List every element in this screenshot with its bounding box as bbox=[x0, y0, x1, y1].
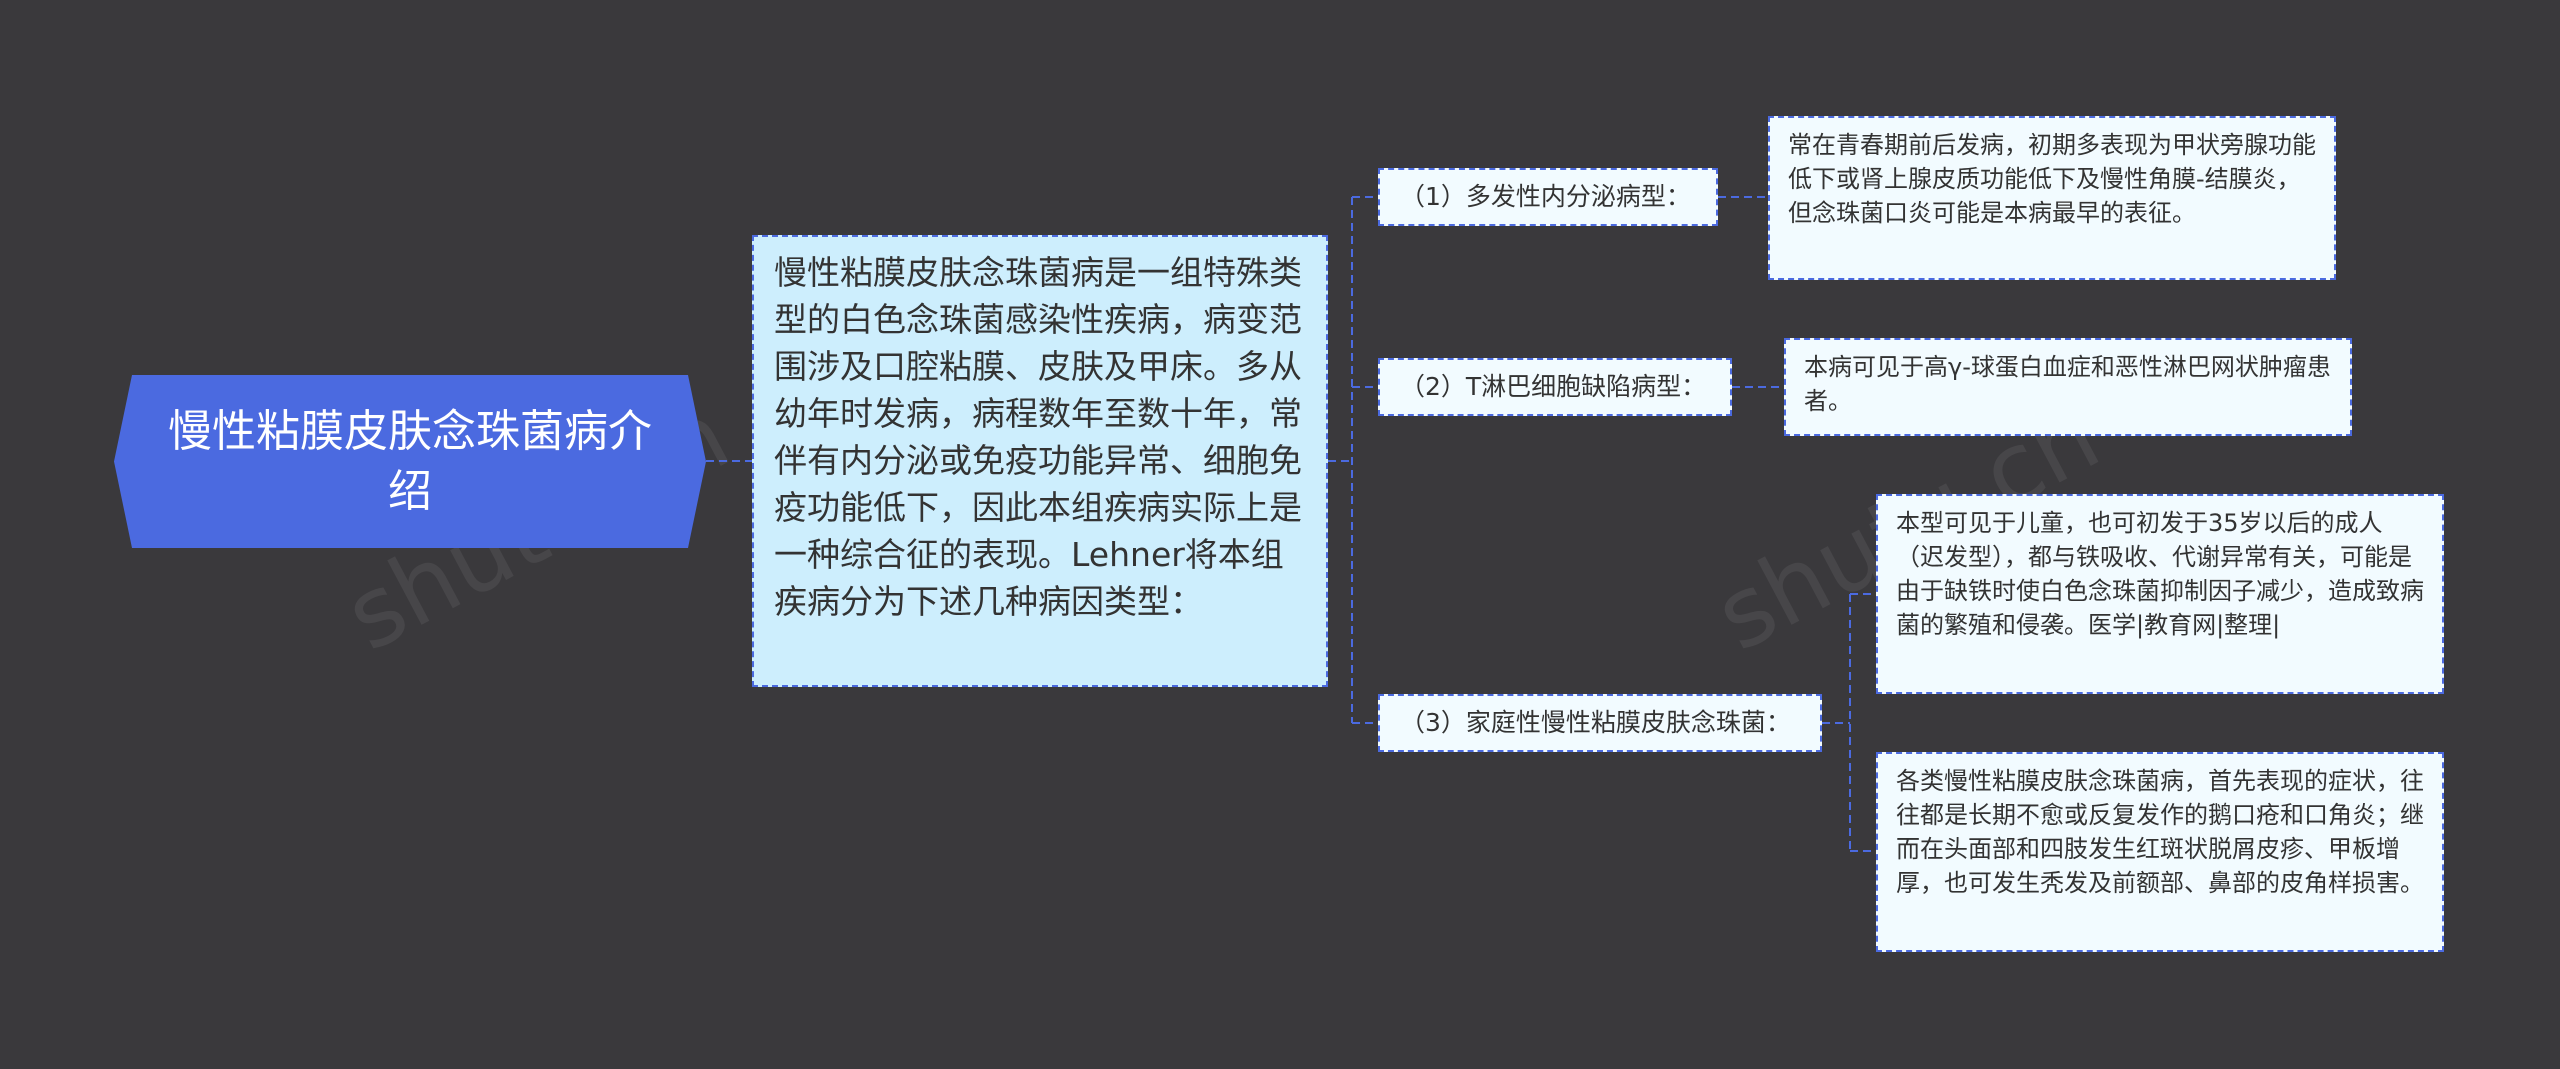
main-topic-text: 慢性粘膜皮肤念珠菌病是一组特殊类型的白色念珠菌感染性疾病，病变范围涉及口腔粘膜、… bbox=[774, 253, 1302, 621]
root-title: 慢性粘膜皮肤念珠菌病介绍 bbox=[168, 405, 652, 517]
connector-main-trunk bbox=[1328, 197, 1353, 723]
branch-label: （3）家庭性慢性粘膜皮肤念珠菌： bbox=[1400, 708, 1791, 737]
leaf-text: 常在青春期前后发病，初期多表现为甲状旁腺功能低下或肾上腺皮质功能低下及慢性角膜-… bbox=[1788, 131, 2316, 227]
branch-node-1[interactable]: （1）多发性内分泌病型： bbox=[1378, 168, 1718, 226]
branch-node-2[interactable]: （2）T淋巴细胞缺陷病型： bbox=[1378, 358, 1732, 416]
leaf-text: 本病可见于高γ-球蛋白血症和恶性淋巴网状肿瘤患者。 bbox=[1804, 353, 2331, 415]
connector-leaf-3 bbox=[1822, 593, 1876, 852]
leaf-node-4[interactable]: 各类慢性粘膜皮肤念珠菌病，首先表现的症状，往往都是长期不愈或反复发作的鹅口疮和口… bbox=[1876, 752, 2444, 952]
leaf-node-3[interactable]: 本型可见于儿童，也可初发于35岁以后的成人（迟发型），都与铁吸收、代谢异常有关，… bbox=[1876, 494, 2444, 694]
leaf-text: 本型可见于儿童，也可初发于35岁以后的成人（迟发型），都与铁吸收、代谢异常有关，… bbox=[1896, 509, 2424, 639]
branch-label: （1）多发性内分泌病型： bbox=[1400, 182, 1691, 211]
main-topic-node[interactable]: 慢性粘膜皮肤念珠菌病是一组特殊类型的白色念珠菌感染性疾病，病变范围涉及口腔粘膜、… bbox=[752, 235, 1328, 687]
branch-node-3[interactable]: （3）家庭性慢性粘膜皮肤念珠菌： bbox=[1378, 694, 1822, 752]
leaf-node-1[interactable]: 常在青春期前后发病，初期多表现为甲状旁腺功能低下或肾上腺皮质功能低下及慢性角膜-… bbox=[1768, 116, 2336, 280]
leaf-node-2[interactable]: 本病可见于高γ-球蛋白血症和恶性淋巴网状肿瘤患者。 bbox=[1784, 338, 2352, 436]
branch-label: （2）T淋巴细胞缺陷病型： bbox=[1400, 372, 1707, 401]
leaf-text: 各类慢性粘膜皮肤念珠菌病，首先表现的症状，往往都是长期不愈或反复发作的鹅口疮和口… bbox=[1896, 767, 2424, 897]
root-node[interactable]: 慢性粘膜皮肤念珠菌病介绍 bbox=[114, 375, 706, 548]
